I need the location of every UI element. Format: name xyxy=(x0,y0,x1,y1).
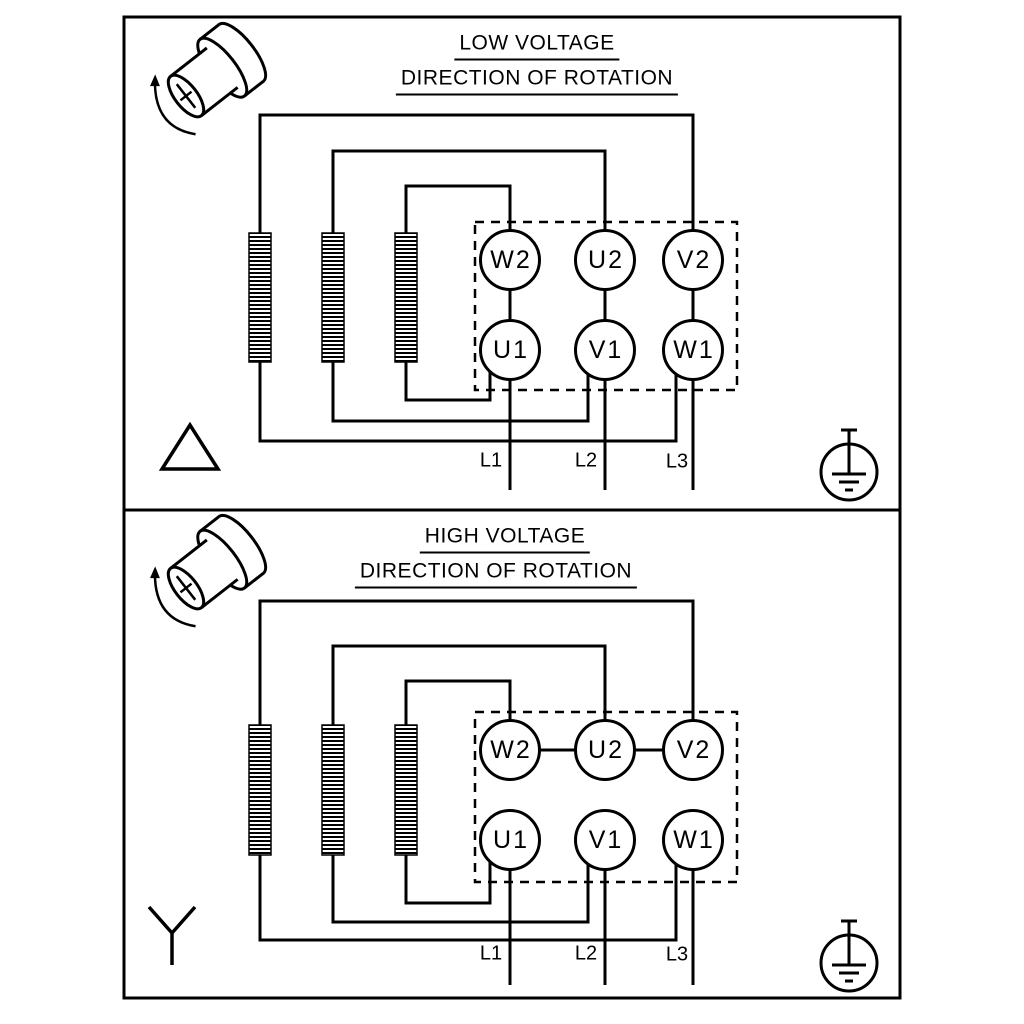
winding-coil xyxy=(248,232,272,363)
wire xyxy=(331,850,590,924)
wire xyxy=(258,850,678,942)
wire xyxy=(404,184,512,245)
winding-coil xyxy=(321,232,345,363)
panel-subtitle: DIRECTION OF ROTATION xyxy=(395,67,679,96)
earth-icon xyxy=(819,428,879,502)
low-voltage-wiring xyxy=(258,113,695,490)
panel-title: LOW VOLTAGE xyxy=(454,32,620,61)
terminal-v2: V2 xyxy=(662,229,724,291)
terminal-w2: W2 xyxy=(479,719,541,781)
line-label-l1: L1 xyxy=(479,449,503,472)
wire xyxy=(508,865,695,985)
terminal-w2: W2 xyxy=(479,229,541,291)
terminal-w1: W1 xyxy=(662,809,724,871)
shaft-rotation-icon xyxy=(138,507,276,637)
wire xyxy=(404,360,492,402)
terminal-v1: V1 xyxy=(574,809,636,871)
star-symbol xyxy=(147,905,197,965)
winding-coil xyxy=(394,724,418,856)
winding-coil xyxy=(321,724,345,856)
wire xyxy=(258,360,678,443)
wire xyxy=(508,375,695,490)
terminal-box-outline xyxy=(473,710,739,884)
panel-subtitle: DIRECTION OF ROTATION xyxy=(354,560,638,589)
high-voltage-wiring xyxy=(258,599,695,985)
panel-title: HIGH VOLTAGE xyxy=(419,525,591,554)
low-voltage-windings xyxy=(248,232,418,363)
winding-coil xyxy=(394,232,418,363)
wire xyxy=(331,360,590,423)
wire xyxy=(258,113,695,245)
wire xyxy=(404,850,492,905)
wire xyxy=(404,679,512,735)
earth-icon xyxy=(819,919,879,993)
wire xyxy=(258,599,695,735)
terminal-u1: U1 xyxy=(479,319,541,381)
terminal-u2: U2 xyxy=(574,229,636,291)
wire xyxy=(331,149,607,245)
line-label-l2: L2 xyxy=(574,942,598,965)
terminal-u1: U1 xyxy=(479,809,541,871)
panel-borders xyxy=(122,15,902,1000)
terminal-box-outline xyxy=(473,220,739,392)
line-label-l3: L3 xyxy=(665,943,689,966)
terminal-v2: V2 xyxy=(662,719,724,781)
delta-jumper xyxy=(508,285,695,325)
line-label-l3: L3 xyxy=(665,450,689,473)
line-label-l2: L2 xyxy=(574,449,598,472)
wire xyxy=(331,644,607,735)
terminal-v1: V1 xyxy=(574,319,636,381)
line-label-l1: L1 xyxy=(479,942,503,965)
shaft-rotation-icon xyxy=(138,15,276,145)
high-voltage-windings xyxy=(248,724,418,856)
terminal-w1: W1 xyxy=(662,319,724,381)
delta-symbol xyxy=(158,421,222,471)
winding-coil xyxy=(248,724,272,856)
terminal-u2: U2 xyxy=(574,719,636,781)
